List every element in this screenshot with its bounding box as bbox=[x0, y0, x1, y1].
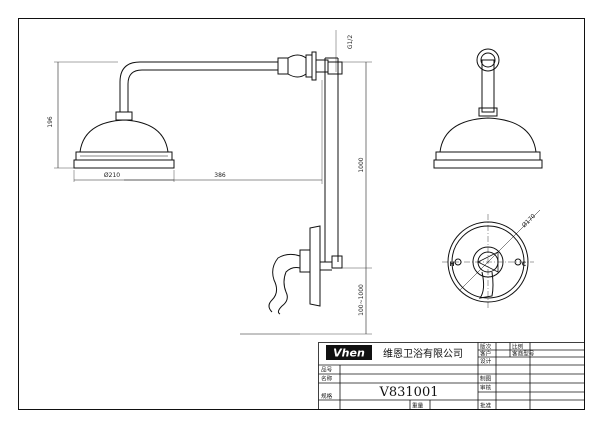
bottom-elbow bbox=[331, 255, 343, 269]
side-face bbox=[433, 159, 543, 169]
brand-logo-text: Vhen bbox=[333, 347, 365, 360]
arm-connector bbox=[277, 57, 289, 75]
company-name: 维恩卫浴有限公司 bbox=[383, 347, 463, 360]
drawing-border bbox=[18, 18, 585, 410]
label-spec: 规格 bbox=[321, 392, 333, 400]
side-neck bbox=[478, 107, 498, 117]
head-neck bbox=[115, 111, 133, 121]
dim-head-height: 196 bbox=[47, 116, 54, 128]
label-design: 设计 bbox=[480, 357, 492, 365]
thread-stub bbox=[315, 59, 329, 73]
label-version: 版次 bbox=[480, 343, 492, 351]
riser-dimensions bbox=[300, 61, 372, 335]
label-name: 名称 bbox=[321, 375, 333, 383]
label-review: 审核 bbox=[480, 384, 492, 392]
dim-valve-height: 100~1000 bbox=[358, 284, 365, 316]
label-customer-no: 客商型号 bbox=[512, 350, 535, 358]
cold-label: C bbox=[522, 261, 527, 268]
shower-arm-inner bbox=[127, 69, 278, 112]
handle-lever-front bbox=[478, 271, 494, 299]
side-arm bbox=[481, 59, 495, 113]
top-elbow bbox=[327, 61, 343, 75]
label-approve: 批准 bbox=[480, 402, 492, 410]
side-dome bbox=[439, 117, 537, 153]
label-weight: 重量 bbox=[412, 402, 424, 410]
title-block bbox=[318, 342, 585, 410]
lever-handle-inner bbox=[277, 267, 301, 315]
side-rim bbox=[435, 151, 541, 161]
label-drafting: 制图 bbox=[480, 375, 492, 383]
model-number: V831001 bbox=[378, 385, 438, 400]
arm-flange-bulb bbox=[287, 54, 307, 78]
front-dimensions bbox=[54, 30, 337, 184]
brand-logo bbox=[326, 345, 372, 360]
arm-nut bbox=[305, 54, 313, 78]
head-face bbox=[73, 159, 175, 169]
dim-thread: G1/2 bbox=[347, 35, 354, 49]
valve-front-view bbox=[442, 209, 541, 310]
head-dome bbox=[79, 119, 169, 153]
dim-riser-length: 1000 bbox=[358, 157, 365, 172]
riser-pipe bbox=[324, 57, 343, 269]
side-wall-flange bbox=[476, 48, 500, 72]
valve-plate-side bbox=[309, 225, 321, 307]
front-view bbox=[73, 51, 329, 169]
valve-side-view bbox=[240, 225, 332, 335]
wall-plate bbox=[311, 51, 317, 81]
lever-handle bbox=[268, 253, 301, 313]
label-customer: 客户 bbox=[480, 350, 491, 358]
dim-arm-length: 386 bbox=[214, 172, 226, 179]
dim-head-diameter: Ø210 bbox=[104, 172, 120, 179]
label-scale: 比例 bbox=[512, 343, 524, 351]
label-drawing-no: 品号 bbox=[321, 367, 333, 374]
shower-arm-outer bbox=[119, 61, 278, 112]
side-view bbox=[433, 48, 543, 169]
hot-label: H bbox=[449, 261, 454, 268]
valve-body bbox=[299, 249, 311, 273]
